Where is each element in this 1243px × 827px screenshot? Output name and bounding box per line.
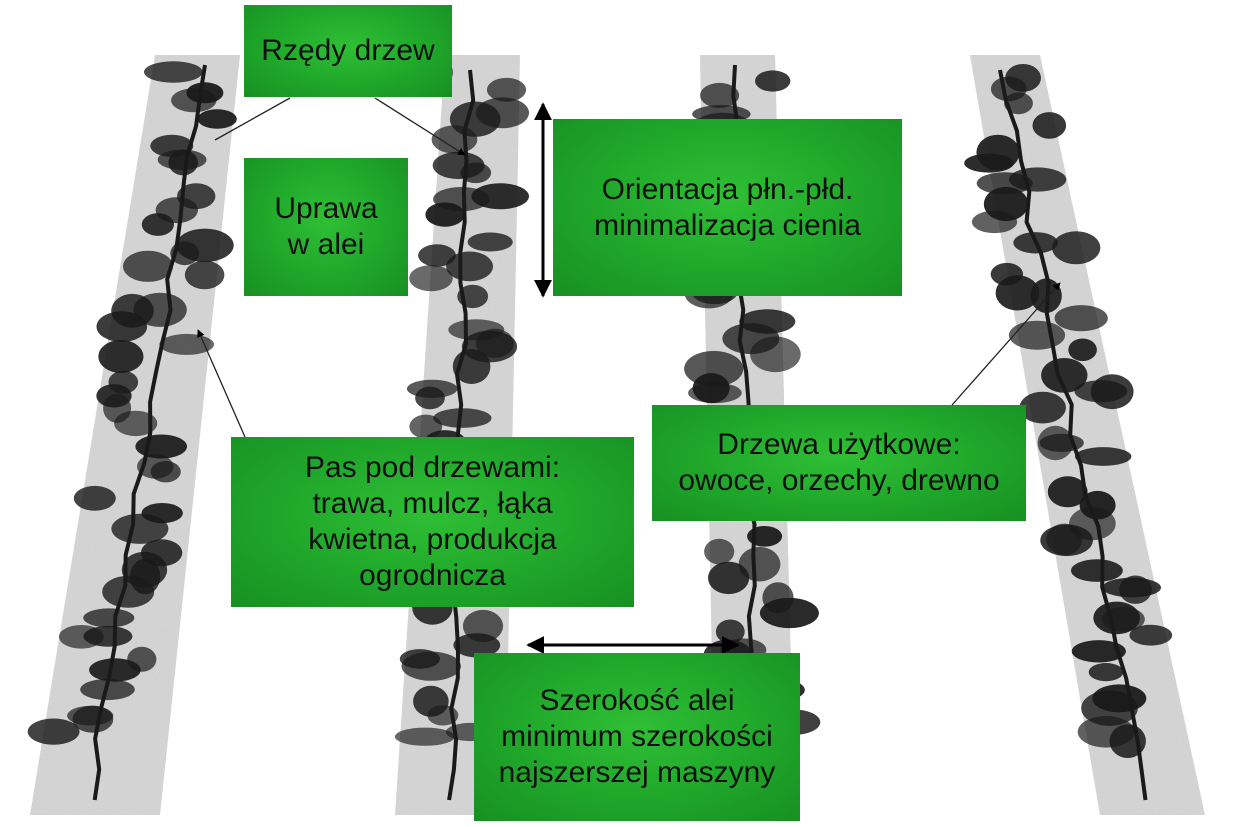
- tree-foliage-cluster: [972, 211, 1017, 233]
- tree-foliage-cluster: [159, 334, 214, 355]
- tree-foliage-cluster: [1019, 392, 1065, 424]
- label-alley-crop-text: Uprawa w alei: [274, 191, 377, 263]
- tree-foliage-cluster: [468, 233, 513, 252]
- tree-foliage-cluster: [432, 125, 478, 153]
- tree-foliage-cluster: [700, 83, 739, 108]
- tree-foliage-cluster: [457, 285, 488, 308]
- label-useful-trees-text: Drzewa użytkowe: owoce, orzechy, drewno: [678, 427, 999, 499]
- label-orientation-text: Orientacja płn.-płd. minimalizacja cieni…: [594, 172, 861, 244]
- tree-foliage-cluster: [1009, 321, 1065, 350]
- tree-foliage-cluster: [1040, 434, 1084, 452]
- tree-foliage-cluster: [1075, 447, 1131, 466]
- tree-foliage-cluster: [747, 526, 782, 547]
- tree-foliage-cluster: [395, 728, 455, 746]
- tree-foliage-cluster: [59, 625, 104, 649]
- tree-foliage-cluster: [1093, 602, 1140, 635]
- tree-foliage-cluster: [1040, 525, 1093, 557]
- tree-foliage-cluster: [171, 88, 217, 112]
- tree-foliage-cluster: [964, 154, 1014, 173]
- tree-foliage-cluster: [750, 337, 801, 373]
- tree-foliage-cluster: [1004, 92, 1033, 114]
- tree-foliage-cluster: [168, 150, 198, 175]
- label-orientation: Orientacja płn.-płd. minimalizacja cieni…: [553, 119, 902, 296]
- tree-foliage-cluster: [114, 411, 157, 436]
- label-strip-under-trees: Pas pod drzewami: trawa, mulcz, łąka kwi…: [231, 437, 634, 607]
- label-alley-crop: Uprawa w alei: [244, 158, 408, 296]
- tree-foliage-cluster: [446, 252, 493, 282]
- label-useful-trees: Drzewa użytkowe: owoce, orzechy, drewno: [652, 405, 1026, 521]
- tree-foliage-cluster: [1013, 232, 1058, 253]
- tree-foliage-cluster: [1033, 112, 1067, 139]
- tree-foliage-cluster: [144, 61, 203, 82]
- tree-foliage-cluster: [402, 652, 461, 681]
- tree-foliage-cluster: [755, 70, 790, 91]
- tree-foliage-cluster: [460, 163, 491, 184]
- tree-foliage-cluster: [409, 265, 453, 291]
- tree-foliage-cluster: [83, 608, 134, 627]
- tree-foliage-cluster: [1052, 231, 1100, 264]
- tree-foliage-cluster: [198, 109, 237, 128]
- tree-foliage-cluster: [708, 562, 749, 594]
- tree-foliage-cluster: [1055, 305, 1108, 331]
- tree-foliage-cluster: [170, 241, 199, 265]
- tree-foliage-cluster: [1091, 374, 1134, 409]
- tree-foliage-cluster: [102, 576, 154, 608]
- label-tree-rows: Rzędy drzew: [244, 5, 452, 97]
- tree-foliage-cluster: [1071, 559, 1123, 582]
- tree-foliage-cluster: [425, 203, 464, 227]
- tree-foliage-cluster: [151, 461, 181, 482]
- label-tree-rows-text: Rzędy drzew: [261, 33, 434, 69]
- tree-foliage-cluster: [1129, 625, 1172, 646]
- tree-foliage-cluster: [1089, 663, 1124, 681]
- tree-foliage-cluster: [74, 486, 116, 511]
- tree-foliage-cluster: [453, 349, 491, 384]
- tree-foliage-cluster: [142, 213, 174, 236]
- tree-foliage-cluster: [89, 658, 141, 681]
- tree-foliage-cluster: [415, 387, 445, 410]
- tree-foliage-cluster: [135, 435, 187, 459]
- tree-foliage-cluster: [98, 340, 143, 373]
- label-alley-width: Szerokość alei minimum szerokości najsze…: [474, 653, 800, 821]
- tree-foliage-cluster: [123, 251, 173, 282]
- tree-foliage-cluster: [688, 383, 742, 403]
- tree-foliage-cluster: [1110, 724, 1146, 758]
- tree-foliage-cluster: [1119, 576, 1152, 604]
- tree-foliage-cluster: [28, 719, 80, 745]
- tree-foliage-cluster: [1068, 339, 1097, 362]
- tree-foliage-cluster: [704, 539, 734, 565]
- tree-foliage-cluster: [185, 261, 225, 290]
- tree-foliage-cluster: [760, 598, 819, 628]
- tree-foliage-cluster: [1031, 278, 1062, 313]
- tree-foliage-cluster: [80, 679, 135, 700]
- label-alley-width-text: Szerokość alei minimum szerokości najsze…: [499, 683, 776, 791]
- tree-foliage-cluster: [1072, 640, 1126, 662]
- tree-foliage-cluster: [427, 705, 458, 725]
- label-strip-under-trees-text: Pas pod drzewami: trawa, mulcz, łąka kwi…: [305, 450, 560, 594]
- tree-foliage-cluster: [97, 311, 148, 342]
